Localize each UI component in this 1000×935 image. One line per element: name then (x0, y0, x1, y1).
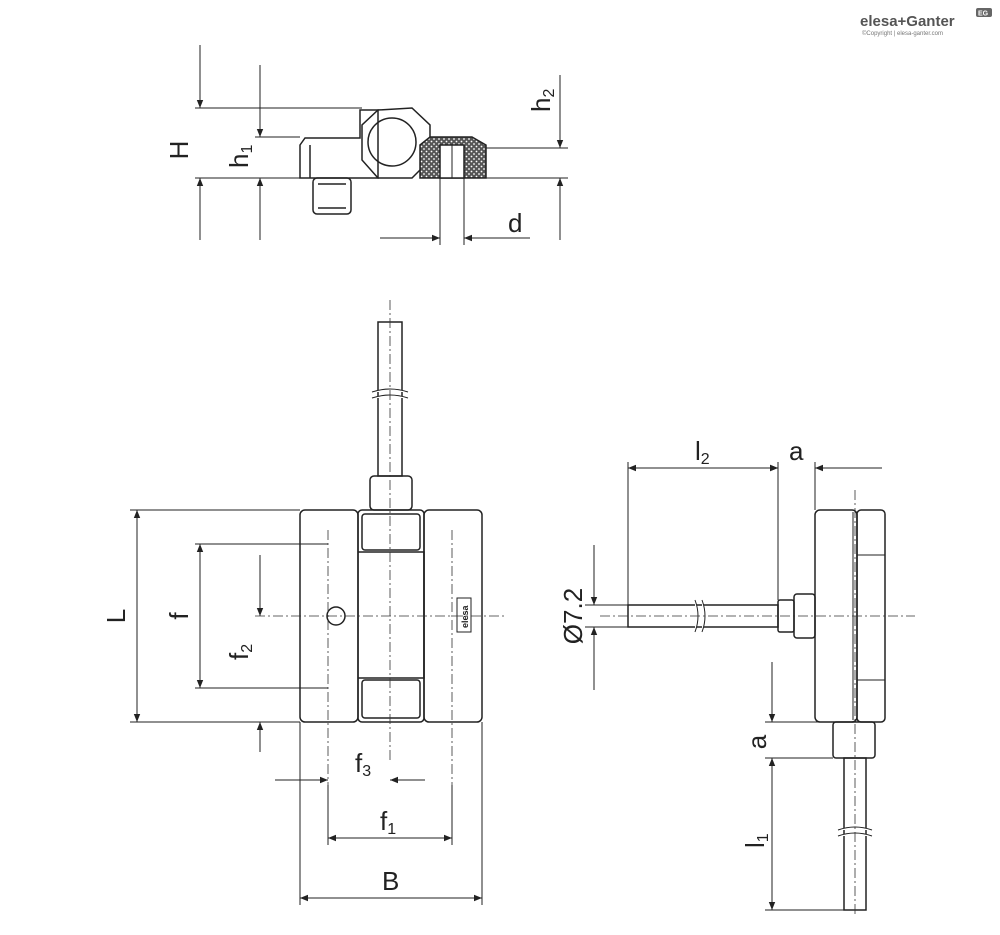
label-H: H (164, 141, 194, 160)
front-view: elesa (299, 321, 483, 723)
copyright-text: ©Copyright | elesa-ganter.com (862, 30, 943, 37)
side-view-dimensions (585, 462, 882, 911)
label-d: d (508, 208, 522, 238)
front-view-centerlines (255, 300, 505, 785)
label-h2: h2 (526, 89, 558, 112)
body-logo-plate (456, 597, 472, 633)
label-h1: h1 (224, 145, 256, 168)
cable-gland-top (369, 475, 413, 511)
brand-mark-icon (976, 8, 992, 17)
label-f3: f3 (355, 748, 371, 780)
top-left-block (299, 109, 379, 179)
side-view-centerlines (600, 490, 915, 915)
label-diameter: Ø7.2 (558, 588, 588, 644)
top-view (299, 107, 487, 215)
brand-name: elesa+Ganter (860, 13, 955, 30)
body-logo-text: elesa (460, 604, 470, 628)
brand-logo: elesa+Ganter ©Copyright | elesa-ganter.c… (860, 8, 992, 37)
label-a-top: a (789, 436, 804, 466)
side-view (627, 509, 886, 911)
top-bolt (312, 177, 352, 215)
top-hinge-knuckle (361, 107, 431, 179)
label-a-side: a (742, 734, 772, 749)
front-view-dimensions (130, 509, 483, 905)
label-B: B (382, 866, 399, 896)
top-view-dimensions (195, 45, 568, 245)
label-l1: l1 (740, 833, 772, 848)
brand-mark-text: EG (978, 11, 989, 18)
label-f: f (164, 612, 194, 620)
hinge-pin-circle (367, 117, 417, 167)
side-gland-vertical (832, 721, 876, 759)
label-f1: f1 (380, 806, 396, 838)
label-l2: l2 (695, 436, 710, 468)
label-f2: f2 (224, 644, 256, 660)
label-L: L (101, 609, 131, 623)
